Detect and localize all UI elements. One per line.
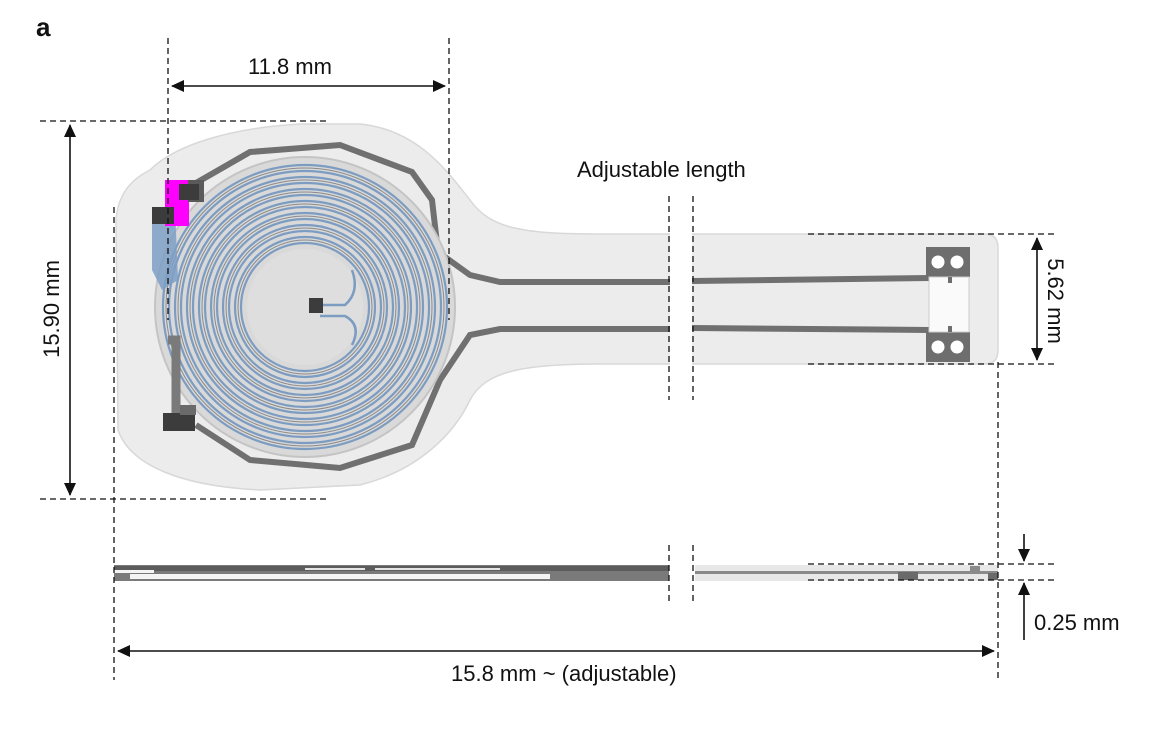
dimension-total-height: 15.90 mm bbox=[39, 260, 64, 358]
dimension-tail-width: 5.62 mm bbox=[1043, 258, 1068, 344]
panel-label: a bbox=[36, 12, 51, 42]
coil-antenna bbox=[154, 156, 456, 458]
center-pad bbox=[309, 298, 323, 313]
dimension-guides bbox=[40, 38, 1055, 680]
outer-trace bbox=[194, 141, 931, 472]
dimension-coil-width: 11.8 mm bbox=[248, 54, 332, 79]
adjustable-length-label: Adjustable length bbox=[577, 157, 746, 182]
dimension-arrows bbox=[64, 80, 1043, 657]
tail-contact-pads bbox=[926, 247, 970, 362]
dimension-total-length: 15.8 mm ~ (adjustable) bbox=[451, 661, 677, 686]
chip-components bbox=[152, 180, 204, 431]
dimension-thickness: 0.25 mm bbox=[1034, 610, 1120, 635]
side-view-profile bbox=[114, 565, 998, 581]
